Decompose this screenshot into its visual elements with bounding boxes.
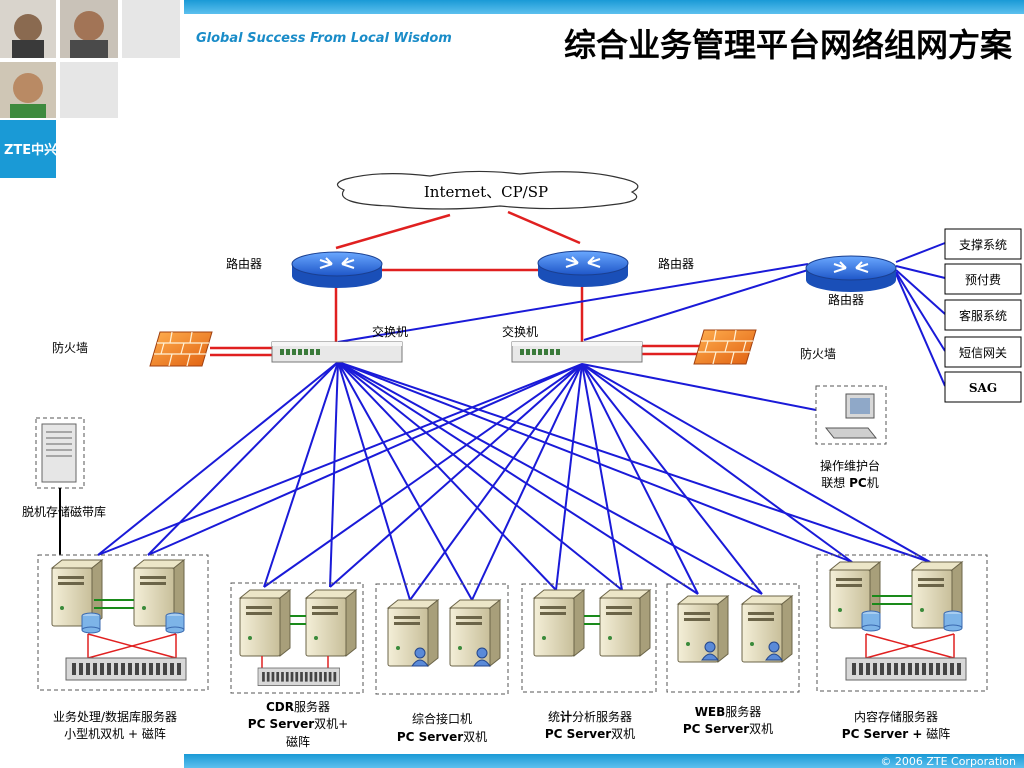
ops-pc [815, 385, 887, 445]
header: ZTE中兴 Global Success From Local Wisdom 综… [0, 0, 1024, 178]
side-box-sag [944, 371, 1022, 403]
group-6-line2: PC Server + 磁阵 [842, 726, 950, 741]
group-3-line1: 综合接口机 [412, 711, 472, 726]
side-label-support: 支撑系统 [959, 237, 1007, 252]
router-2-label: 路由器 [658, 256, 694, 271]
tagline: Global Success From Local Wisdom [196, 31, 452, 46]
router-1 [291, 251, 383, 289]
red-links [210, 210, 700, 357]
group-2-line1: CDR服务器 [266, 699, 330, 714]
switch-1-label: 交换机 [372, 324, 408, 339]
router-3-label: 路由器 [828, 292, 864, 307]
photo-tile-5 [60, 62, 118, 118]
group-2-line2: PC Server双机+ [248, 717, 348, 731]
side-label-sag: SAG [969, 381, 997, 395]
zte-logo [0, 120, 56, 178]
switch-2 [511, 341, 643, 363]
side-box-customer-service [944, 299, 1022, 331]
group-6-line1: 内容存储服务器 [854, 709, 938, 724]
group-3-line2: PC Server双机 [397, 730, 487, 744]
side-systems: 支撑系统 预付费 客服系统 短信网关 SAG [944, 228, 1022, 403]
firewall-1-label: 防火墙 [52, 340, 88, 355]
ops-pc-line1: 操作维护台 [820, 458, 880, 473]
side-label-sms-gateway: 短信网关 [959, 346, 1007, 360]
switch-1 [271, 341, 403, 363]
group-4-line1: 统计分析服务器 [548, 709, 632, 724]
group-5-line1: WEB服务器 [695, 704, 762, 719]
group-5-line2: PC Server双机 [683, 722, 773, 736]
firewall-1 [149, 331, 213, 367]
group-1-line1: 业务处理/数据库服务器 [53, 709, 177, 724]
server-group-statistics [521, 583, 657, 693]
router-3 [805, 255, 897, 293]
photo-tile-3 [122, 0, 180, 58]
blue-links [97, 242, 946, 601]
firewall-2-label: 防火墙 [800, 346, 836, 361]
tape-library-label: 脱机存储磁带库 [22, 504, 106, 519]
tape-library [35, 417, 85, 555]
top-accent-bar [184, 0, 1024, 14]
router-1-label: 路由器 [226, 256, 262, 271]
copyright: © 2006 ZTE Corporation [880, 755, 1016, 768]
side-label-prepaid: 预付费 [965, 273, 1001, 287]
server-group-cdr [230, 582, 364, 694]
photo-tiles [0, 0, 180, 118]
server-group-web [666, 583, 800, 693]
side-box-sms-gateway [944, 336, 1022, 368]
page-title: 综合业务管理平台网络组网方案 [564, 26, 1013, 64]
footer-bar [184, 754, 1024, 768]
cloud-label: Internet、CP/SP [424, 183, 548, 201]
switch-2-label: 交换机 [502, 324, 538, 339]
firewall-2 [693, 329, 757, 365]
side-box-support [944, 228, 1022, 260]
server-group-content-storage [816, 554, 988, 692]
logo-text: ZTE中兴 [4, 142, 57, 158]
group-2-line3: 磁阵 [286, 734, 310, 749]
side-label-customer-service: 客服系统 [959, 308, 1007, 323]
group-1-line2: 小型机双机 + 磁阵 [64, 726, 166, 741]
internet-cloud: Internet、CP/SP [336, 170, 639, 210]
ops-pc-line2: 联想 PC机 [821, 475, 878, 490]
side-box-prepaid [944, 263, 1022, 295]
server-group-interface [375, 583, 509, 695]
router-2 [537, 250, 629, 288]
group-4-line2: PC Server双机 [545, 727, 635, 741]
server-group-business-db [37, 554, 209, 691]
